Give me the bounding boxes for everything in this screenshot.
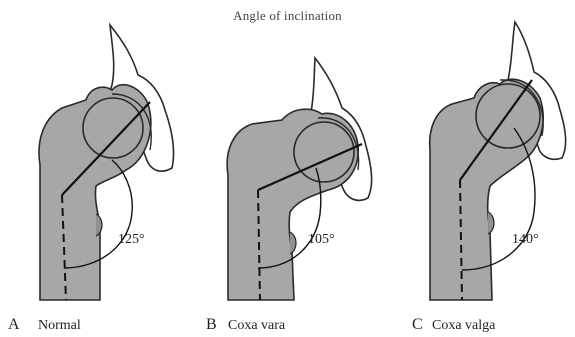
panel-b-name: Coxa vara [228,318,285,334]
panel-c-drawing [430,22,566,300]
angle-label-c: 140° [512,232,539,248]
panel-b-drawing [227,58,371,300]
lesser-trochanter-b [290,232,296,254]
lesser-trochanter-c [488,212,494,234]
figure-title: Angle of inclination [0,8,575,24]
panel-a-name: Normal [38,318,81,334]
panel-a-letter: A [8,316,20,334]
panel-b-letter: B [206,316,217,334]
femoral-head-a [83,98,143,158]
femoral-head-c [476,84,540,148]
panel-a-drawing [39,25,174,300]
panel-c-name: Coxa valga [432,318,495,334]
angle-label-a: 125° [118,232,145,248]
panel-c-letter: C [412,316,423,334]
angle-label-b: 105° [308,232,335,248]
lesser-trochanter-a [96,214,102,236]
